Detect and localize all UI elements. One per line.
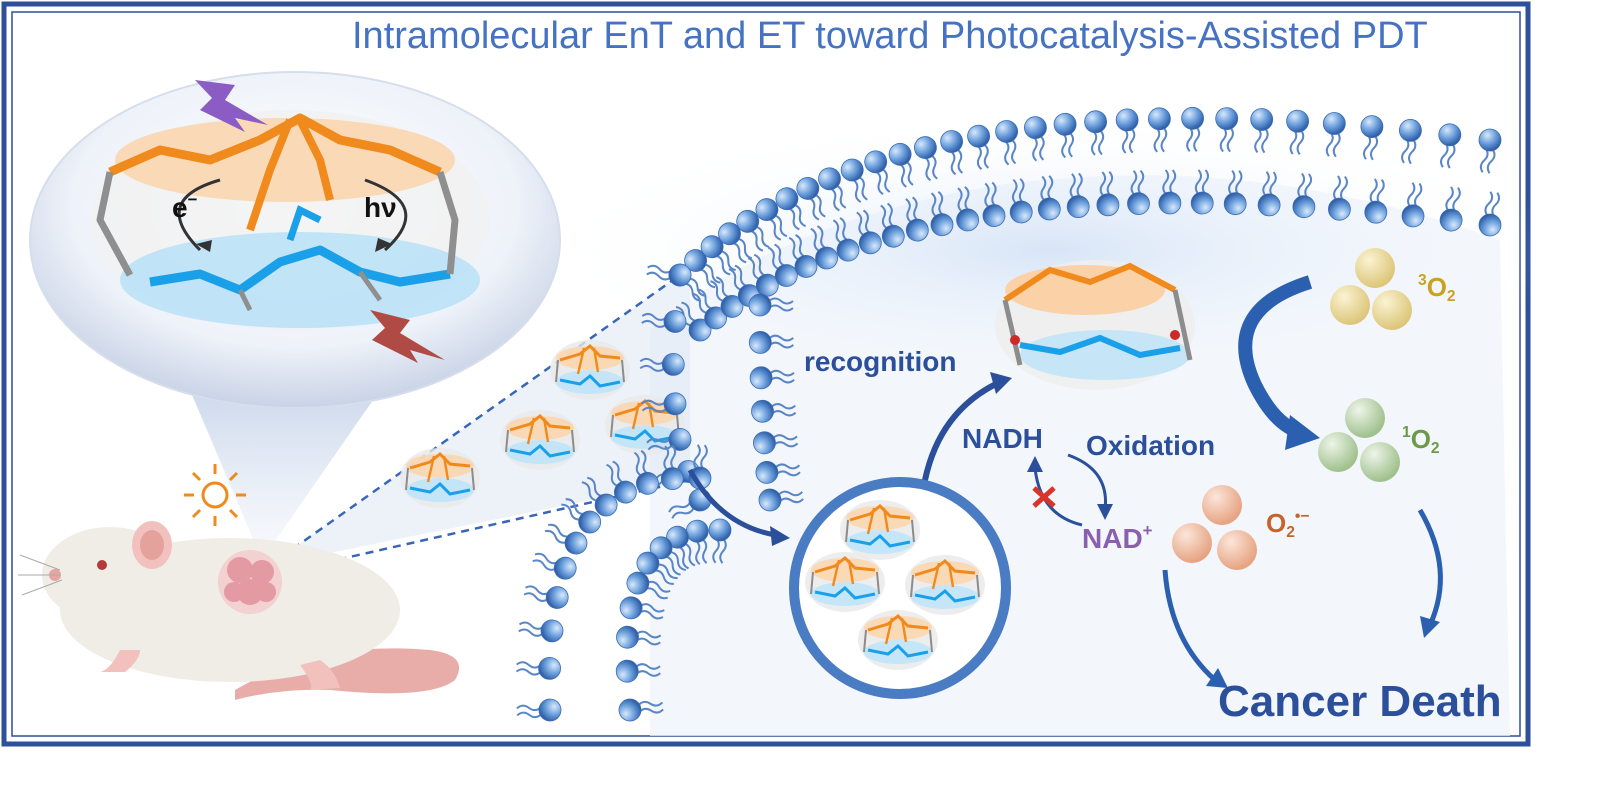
lipid-outer	[517, 615, 566, 645]
superoxide-to-death-arrow	[1162, 569, 1217, 682]
sun-icon	[184, 464, 246, 526]
singlet-oxygen-label: 1O2	[1402, 424, 1440, 458]
singlet-to-death-arrow	[1417, 508, 1443, 627]
zoom-line-top	[269, 266, 691, 567]
hv-label: hν	[364, 192, 397, 223]
nadh-oxidation-arrow	[1067, 453, 1108, 511]
cage-in-vesicle	[856, 608, 940, 672]
uptake-arrow	[687, 468, 776, 538]
cage-in-vesicle	[838, 498, 922, 562]
lightning-icon	[370, 310, 445, 363]
oxidation-label: Oxidation	[1086, 430, 1216, 461]
recognition-label: recognition	[804, 346, 957, 377]
molecular-cage-zoom	[90, 110, 490, 330]
tumor-icon	[218, 550, 282, 614]
nad-label: NAD+	[1082, 521, 1153, 554]
lipid-outer	[515, 655, 562, 681]
nad-reduction-arrow	[1033, 467, 1083, 527]
blocked-x-icon	[1032, 486, 1056, 508]
energy-transfer-arrow	[1238, 275, 1313, 439]
page-title: Intramolecular EnT and ET toward Photoca…	[352, 15, 1428, 57]
membrane-glow	[530, 110, 1570, 390]
singlet-oxygen-spheres	[1318, 398, 1400, 482]
bubble-beam	[190, 390, 380, 560]
nadh-label: NADH	[962, 423, 1043, 454]
cage-small	[398, 446, 482, 510]
molecular-cage-large	[995, 260, 1195, 390]
cage-small	[548, 338, 632, 402]
cage-small	[498, 408, 582, 472]
superoxide-label: O2•−	[1266, 508, 1310, 542]
superoxide-spheres	[1172, 485, 1257, 570]
cage-in-vesicle	[803, 550, 887, 614]
electron-label: e−	[172, 190, 198, 223]
triplet-oxygen-spheres	[1330, 248, 1412, 330]
mouse-icon	[18, 521, 460, 700]
lipid-outer	[1473, 126, 1504, 176]
lipid-outer	[515, 697, 563, 724]
cancer-death-label: Cancer Death	[1218, 677, 1502, 726]
recognition-arrow	[922, 379, 1002, 481]
cage-in-vesicle	[903, 553, 987, 617]
triplet-oxygen-label: 3O2	[1418, 272, 1456, 306]
outer-frame	[1, 1, 1531, 747]
lightning-icon	[195, 80, 268, 132]
lipid-outer	[521, 578, 572, 612]
